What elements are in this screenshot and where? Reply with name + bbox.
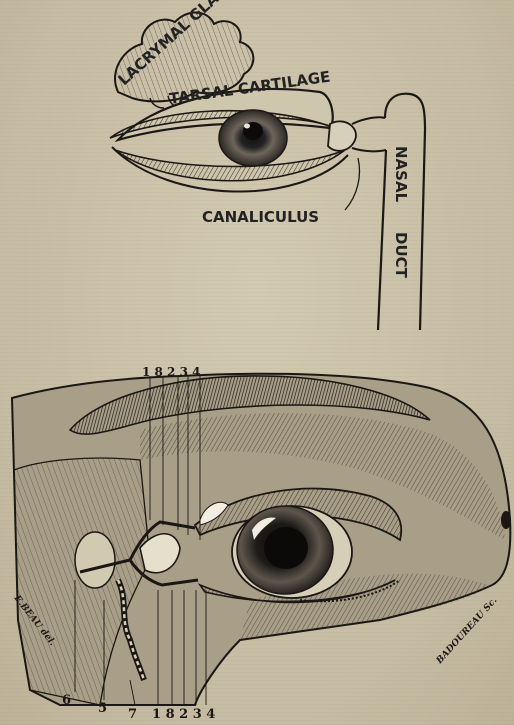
signature-right: BADOUREAU Sc. (434, 596, 499, 667)
bottom-callout-numbers: 1 8 2 3 4 (152, 707, 215, 722)
callout-7: 7 (128, 707, 137, 722)
top-figure: LACRYMAL GLAND TARSAL CARTILAGE CANALICU… (110, 0, 425, 330)
bottom-figure: 1 8 2 3 4 6 5 7 1 8 2 3 4 E.BEAU del. BA… (11, 365, 511, 722)
large-pupil (264, 527, 308, 569)
canaliculus-label: CANALICULUS (202, 208, 319, 226)
callout-5: 5 (98, 701, 107, 716)
nasal-duct-shape (378, 94, 425, 330)
duct-label: DUCT (392, 232, 410, 279)
callout-6: 6 (62, 693, 71, 708)
canaliculus-lower (352, 148, 386, 151)
top-callout-numbers: 1 8 2 3 4 (142, 365, 200, 379)
nasal-label: NASAL (392, 146, 410, 203)
lacrimal-sac (75, 532, 115, 588)
canaliculus-upper (352, 117, 385, 124)
